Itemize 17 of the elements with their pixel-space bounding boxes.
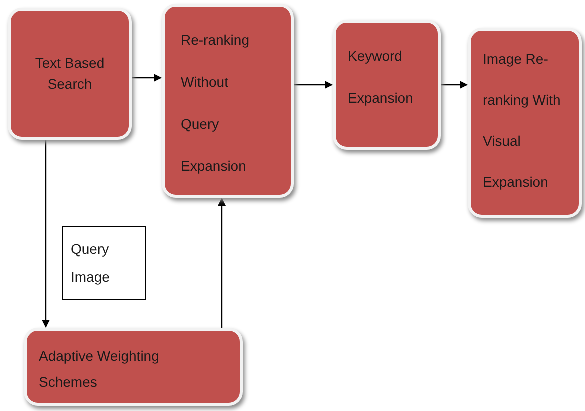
node-label: Text Based Search [34,54,106,94]
arrow [218,198,226,328]
process-box [333,20,441,150]
node-label: Query Image [71,240,111,287]
process-box [24,328,243,406]
text-box [62,226,146,300]
arrow [441,81,468,89]
arrow [294,81,333,89]
process-box [468,28,582,218]
process-box [8,8,132,140]
node-label: Image Re-ranking With Visual Expansion [483,50,562,192]
node-label: Keyword Expansion [348,47,414,108]
node-label: Adaptive Weighting Schemes [39,347,160,392]
arrow [42,140,50,328]
process-box [162,4,294,198]
arrow [132,74,162,82]
node-label: Re-ranking Without Query Expansion [181,31,250,176]
